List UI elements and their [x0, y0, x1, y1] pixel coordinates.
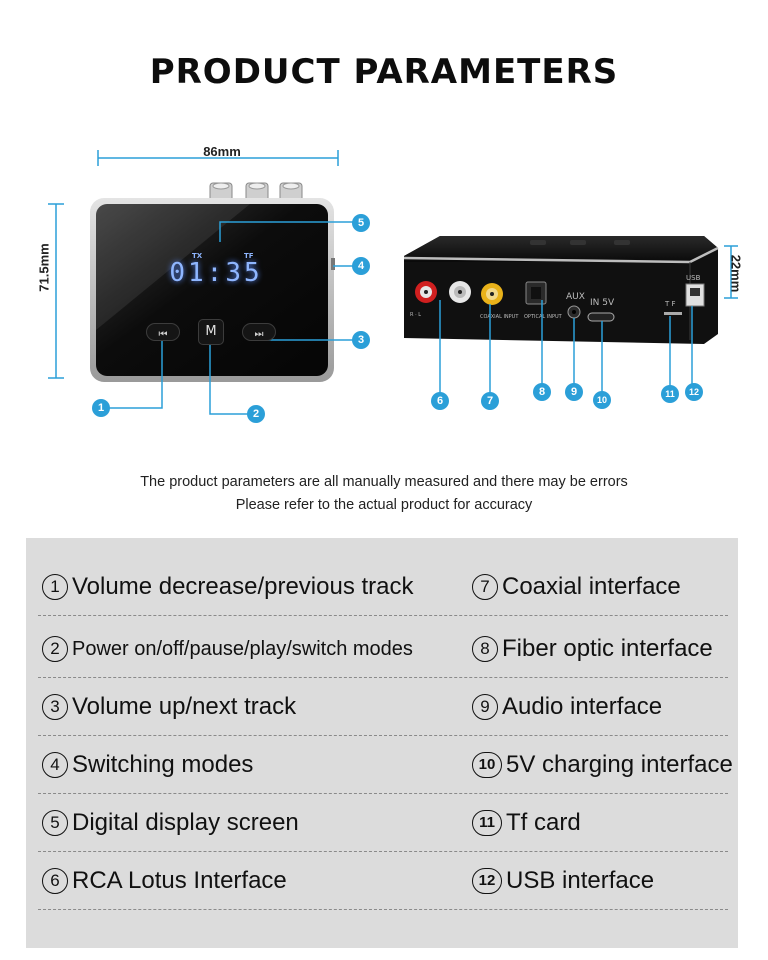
aux-port-label: AUX — [566, 292, 585, 302]
legend-number: 7 — [472, 574, 498, 600]
depth-dimension-label: 22mm — [728, 254, 744, 293]
device-back: R · L COAXIAL INPUT OPTICAL INPUT — [403, 236, 719, 344]
legend-number: 3 — [42, 694, 68, 720]
legend-item: 7 Coaxial interface — [472, 558, 734, 616]
next-track-icon: ⏭ — [254, 329, 264, 340]
legend-item: 12 USB interface — [472, 852, 734, 910]
legend-row: 2 Power on/off/pause/play/switch modes 8… — [38, 620, 728, 678]
legend-text: Tf card — [506, 809, 581, 836]
callout-11: 11 — [661, 385, 679, 403]
svg-text:R · L: R · L — [410, 312, 421, 318]
callout-1: 1 — [92, 399, 110, 417]
page-title: PRODUCT PARAMETERS — [149, 52, 619, 92]
legend-panel: 1 Volume decrease/previous track 7 Coaxi… — [26, 538, 738, 948]
legend-item: 2 Power on/off/pause/play/switch modes — [42, 620, 462, 678]
legend-text: Switching modes — [72, 751, 254, 778]
legend-number: 1 — [42, 574, 68, 600]
legend-text: Volume up/next track — [72, 693, 297, 720]
height-dimension — [48, 203, 64, 379]
legend-item: 6 RCA Lotus Interface — [42, 852, 462, 910]
tf-indicator: TF — [244, 252, 254, 260]
legend-row: 1 Volume decrease/previous track 7 Coaxi… — [38, 558, 728, 616]
svg-text:COAXIAL INPUT: COAXIAL INPUT — [480, 314, 519, 320]
previous-track-icon: ⏮ — [158, 329, 168, 340]
callout-12: 12 — [685, 383, 703, 401]
callout-5: 5 — [352, 214, 370, 232]
callout-9: 9 — [565, 383, 583, 401]
legend-text: Power on/off/pause/play/switch modes — [72, 637, 413, 660]
previous-track-button[interactable]: ⏮ — [146, 323, 180, 341]
next-track-button[interactable]: ⏭ — [242, 323, 276, 341]
mode-button-label: M — [205, 324, 217, 339]
legend-number: 6 — [42, 868, 68, 894]
legend-item: 8 Fiber optic interface — [472, 620, 734, 678]
disclaimer-line-1: The product parameters are all manually … — [140, 474, 628, 490]
legend-item: 11 Tf card — [472, 794, 734, 852]
legend-text: Coaxial interface — [502, 573, 681, 600]
legend-row: 5 Digital display screen 11 Tf card — [38, 794, 728, 852]
legend-number: 10 — [472, 752, 502, 778]
width-dimension-label: 86mm — [203, 144, 241, 159]
mode-button[interactable]: M — [198, 319, 224, 345]
callout-7: 7 — [481, 392, 499, 410]
legend-row: 4 Switching modes 10 5V charging interfa… — [38, 736, 733, 794]
legend-item: 3 Volume up/next track — [42, 678, 462, 736]
callout-3: 3 — [352, 331, 370, 349]
callout-lines — [108, 221, 693, 415]
legend-text: Fiber optic interface — [502, 635, 713, 662]
legend-number: 12 — [472, 868, 502, 894]
legend-number: 2 — [42, 636, 68, 662]
legend-text: RCA Lotus Interface — [72, 867, 287, 894]
product-illustration: R · L COAXIAL INPUT OPTICAL INPUT — [48, 150, 738, 415]
depth-dimension — [724, 245, 738, 299]
in5v-port-label: IN 5V — [590, 298, 615, 308]
legend-text: 5V charging interface — [506, 751, 733, 778]
legend-number: 8 — [472, 636, 498, 662]
usb-port-label: USB — [686, 274, 701, 282]
digital-display-time: 01:35 — [169, 258, 263, 288]
legend-text: USB interface — [506, 867, 655, 894]
callout-4: 4 — [352, 257, 370, 275]
callout-6: 6 — [431, 392, 449, 410]
disclaimer-line-2: Please refer to the actual product for a… — [235, 497, 533, 513]
legend-number: 4 — [42, 752, 68, 778]
legend-number: 5 — [42, 810, 68, 836]
product-diagram: R · L COAXIAL INPUT OPTICAL INPUT TX TF … — [0, 0, 768, 430]
legend-item: 4 Switching modes — [42, 736, 462, 794]
width-dimension — [97, 150, 339, 166]
legend-number: 11 — [472, 810, 502, 836]
callout-10: 10 — [593, 391, 611, 409]
legend-row: 6 RCA Lotus Interface 12 USB interface — [38, 852, 728, 910]
legend-number: 9 — [472, 694, 498, 720]
legend-item: 9 Audio interface — [472, 678, 734, 736]
tf-slot-label: T F — [665, 300, 676, 308]
legend-item: 10 5V charging interface — [472, 736, 734, 794]
legend-row: 3 Volume up/next track 9 Audio interface — [38, 678, 728, 736]
legend-text: Volume decrease/previous track — [72, 573, 414, 600]
callout-8: 8 — [533, 383, 551, 401]
legend-text: Digital display screen — [72, 809, 299, 836]
tx-indicator: TX — [192, 252, 203, 260]
legend-text: Audio interface — [502, 693, 663, 720]
callout-2: 2 — [247, 405, 265, 423]
legend-item: 1 Volume decrease/previous track — [42, 558, 462, 616]
svg-text:OPTICAL INPUT: OPTICAL INPUT — [524, 314, 563, 320]
legend-item: 5 Digital display screen — [42, 794, 462, 852]
height-dimension-label: 71.5mm — [36, 243, 52, 292]
